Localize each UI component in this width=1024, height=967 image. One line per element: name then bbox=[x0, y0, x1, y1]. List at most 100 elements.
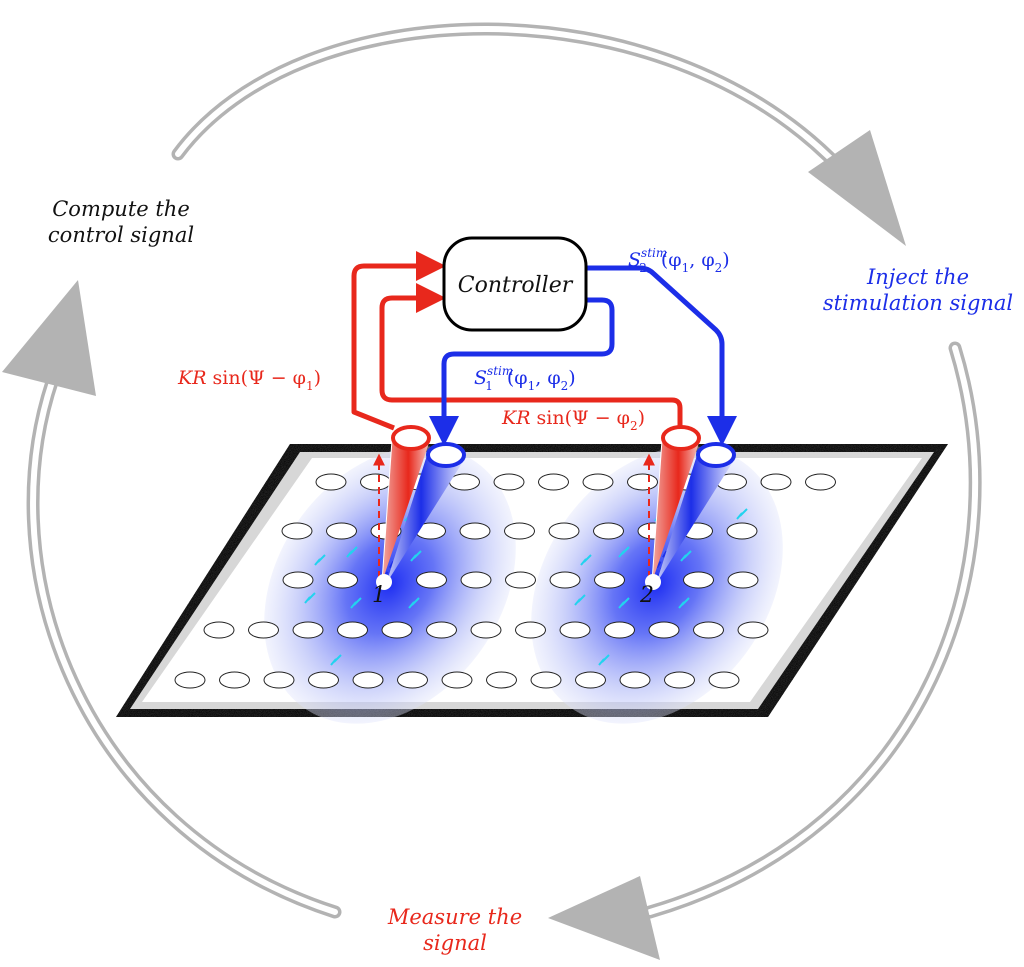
neuron bbox=[449, 473, 480, 491]
site-label-2: 2 bbox=[639, 583, 654, 608]
neuron bbox=[381, 621, 413, 639]
step-measure: Measure the signal bbox=[370, 904, 540, 956]
signal-k1-measure: KR sin(Ψ − φ1) bbox=[178, 366, 322, 393]
s1-mid: , φ bbox=[535, 367, 561, 389]
spark-glyph bbox=[346, 546, 358, 558]
s2-base: S bbox=[628, 249, 642, 271]
s2-sub: 2 bbox=[639, 261, 647, 275]
stim-electrode-1 bbox=[386, 442, 466, 584]
k1-fn: sin(Ψ − φ bbox=[206, 367, 306, 389]
spark-glyph bbox=[350, 597, 362, 609]
neuron bbox=[805, 473, 836, 491]
neuron bbox=[326, 522, 357, 540]
neuron bbox=[693, 621, 724, 639]
site-label-1: 1 bbox=[372, 583, 386, 608]
neuron bbox=[327, 571, 358, 589]
s2-sup: stim bbox=[641, 246, 668, 260]
neuron bbox=[360, 473, 391, 491]
neuron bbox=[263, 671, 295, 689]
neuron bbox=[538, 473, 569, 491]
step-compute-line2: control signal bbox=[47, 223, 195, 247]
k2-close: ) bbox=[637, 407, 646, 429]
neuron-grid bbox=[174, 473, 836, 689]
spark-glyph bbox=[304, 592, 316, 604]
spark-glyphs bbox=[304, 508, 748, 666]
neuron bbox=[460, 571, 492, 589]
k1-close: ) bbox=[313, 367, 322, 389]
neuron bbox=[559, 621, 591, 639]
neuron bbox=[505, 571, 536, 589]
neuron bbox=[726, 522, 758, 540]
k2-k: KR bbox=[502, 407, 531, 429]
cycle-arrow-right bbox=[548, 341, 982, 960]
spark-glyph bbox=[618, 597, 630, 609]
neuron bbox=[604, 621, 635, 639]
neuron bbox=[219, 671, 250, 689]
cycle-arrow-top bbox=[171, 22, 906, 246]
spark-glyph bbox=[330, 654, 342, 666]
controller-box: Controller bbox=[442, 236, 588, 332]
s1-sup: stim bbox=[487, 364, 514, 378]
step-compute: Compute the control signal bbox=[26, 196, 216, 248]
s1-sub: 1 bbox=[485, 379, 493, 393]
neuron bbox=[203, 621, 235, 639]
neuron bbox=[737, 621, 769, 639]
neuron bbox=[416, 571, 447, 589]
neuron bbox=[515, 621, 546, 639]
measure-electrode-2 bbox=[651, 425, 701, 583]
cycle-arrow-left bbox=[2, 280, 342, 919]
spark-glyph bbox=[408, 597, 420, 609]
neuron bbox=[594, 571, 625, 589]
step-inject-line2: stimulation signal bbox=[822, 291, 1014, 315]
neuron bbox=[530, 671, 562, 689]
signal-s1-stim: Sstim1(φ1, φ2) bbox=[474, 364, 576, 393]
arrowhead-compute bbox=[2, 280, 96, 396]
spark-glyph bbox=[574, 594, 586, 606]
measure-wires bbox=[351, 251, 683, 431]
neuron bbox=[308, 671, 339, 689]
spark-glyph bbox=[736, 508, 748, 520]
neuron bbox=[727, 571, 759, 589]
controller-label: Controller bbox=[458, 273, 574, 298]
neuron bbox=[627, 473, 658, 491]
neuron bbox=[486, 671, 517, 689]
s1-a2: 2 bbox=[560, 379, 569, 393]
k1-idx: 1 bbox=[305, 379, 314, 393]
neuron bbox=[648, 621, 680, 639]
k2-fn: sin(Ψ − φ bbox=[530, 407, 630, 429]
neuron bbox=[470, 621, 502, 639]
neuron bbox=[593, 522, 624, 540]
s1-a1: 1 bbox=[527, 379, 536, 393]
neuron bbox=[281, 522, 313, 540]
spark-glyph bbox=[410, 550, 422, 562]
neuron bbox=[337, 621, 368, 639]
neuron bbox=[397, 671, 428, 689]
step-inject-line1: Inject the bbox=[866, 265, 970, 289]
step-compute-line1: Compute the bbox=[52, 197, 190, 221]
neuron bbox=[459, 522, 491, 540]
arrowhead-inject bbox=[808, 130, 906, 246]
spark-glyph bbox=[618, 546, 630, 558]
neuron bbox=[248, 621, 279, 639]
s1-close: ) bbox=[568, 367, 576, 389]
neuron bbox=[292, 621, 324, 639]
neuron bbox=[493, 473, 525, 491]
neuron bbox=[441, 671, 473, 689]
s1-base: S bbox=[474, 367, 488, 389]
spark-glyph bbox=[680, 550, 692, 562]
neuron bbox=[708, 671, 740, 689]
neuron bbox=[683, 571, 714, 589]
step-measure-line1: Measure the bbox=[387, 905, 523, 929]
s2-close: ) bbox=[722, 249, 730, 271]
neuron bbox=[504, 522, 535, 540]
signal-k2-measure: KR sin(Ψ − φ2) bbox=[502, 406, 646, 433]
spark-glyph bbox=[580, 554, 592, 566]
neuron bbox=[548, 522, 580, 540]
k2-idx: 2 bbox=[629, 419, 638, 433]
s1-args: (φ bbox=[506, 367, 528, 389]
s2-mid: , φ bbox=[689, 249, 715, 271]
neuron bbox=[664, 671, 695, 689]
step-inject: Inject the stimulation signal bbox=[812, 264, 1024, 316]
signal-s2-stim: Sstim2(φ1, φ2) bbox=[628, 246, 730, 275]
